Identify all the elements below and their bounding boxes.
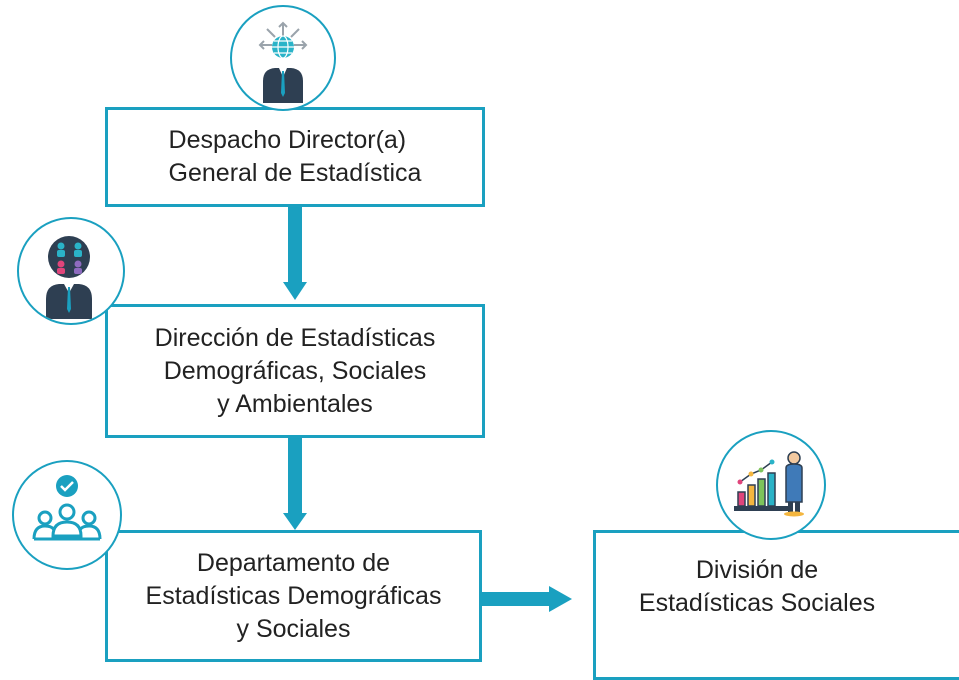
node-departamento: Departamento de Estadísticas Demográfica…	[105, 530, 482, 662]
node-direccion-line-3: y Ambientales	[217, 389, 373, 418]
arrow-direccion-to-departamento	[283, 438, 307, 530]
globe-manager-icon	[230, 5, 336, 111]
node-departamento-line-2: Estadísticas Demográficas	[145, 581, 442, 610]
node-direccion: Dirección de Estadísticas Demográficas, …	[105, 304, 485, 438]
node-despacho: Despacho Director(a) General de Estadíst…	[105, 107, 485, 207]
connector-arrows	[283, 207, 572, 612]
node-direccion-line-1: Dirección de Estadísticas	[154, 323, 436, 352]
node-despacho-line-1: Despacho Director(a)	[168, 126, 407, 154]
arrow-departamento-to-division	[480, 586, 572, 612]
node-division-line-2: Estadísticas Sociales	[638, 589, 876, 617]
node-despacho-line-2: General de Estadística	[168, 159, 422, 187]
arrow-despacho-to-direccion	[283, 207, 307, 300]
node-division-line-1: División de	[695, 556, 819, 584]
node-division: División de Estadísticas Sociales	[593, 530, 959, 680]
node-direccion-line-2: Demográficas, Sociales	[163, 356, 427, 385]
team-manager-icon	[17, 217, 125, 325]
group-check-icon	[12, 460, 122, 570]
node-departamento-line-3: y Sociales	[236, 614, 351, 643]
chart-presenter-icon	[716, 430, 826, 540]
node-departamento-line-1: Departamento de	[196, 548, 391, 577]
